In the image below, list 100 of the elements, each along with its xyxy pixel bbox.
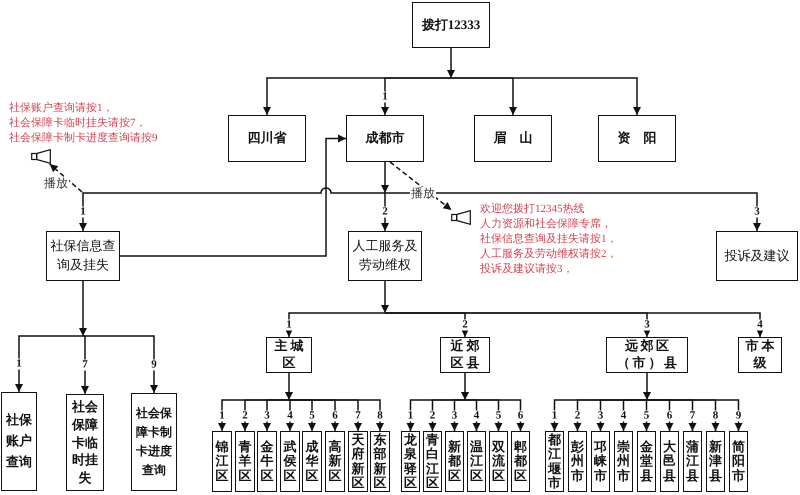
- arrow: [79, 187, 385, 231]
- arrow: [83, 335, 158, 393]
- edge-label: 6: [516, 410, 524, 421]
- menu-box: [598, 115, 676, 162]
- box-label: 青羊区: [238, 440, 252, 483]
- box-label: 市本级: [744, 338, 777, 372]
- box-label: 崇州市: [617, 440, 630, 483]
- connector-trunk: [381, 281, 389, 313]
- box-label: 四川省: [248, 130, 286, 147]
- menu-box: [614, 431, 633, 492]
- edge-label: 5: [308, 410, 316, 421]
- box-label: 邛崃市: [594, 440, 607, 483]
- edge-label: 1: [218, 410, 226, 421]
- menu-box: [683, 431, 702, 492]
- menu-box: [511, 431, 530, 492]
- box-label: 东部新区: [374, 432, 386, 490]
- edge-label: 5: [494, 410, 502, 421]
- box-label: 眉山: [492, 130, 546, 147]
- box-label: 锦江区: [216, 440, 228, 483]
- connector-trunk: [381, 162, 389, 193]
- arrow: [642, 399, 650, 431]
- menu-box: [568, 431, 587, 492]
- connector-trunk: [447, 48, 455, 78]
- edge-label: 9: [734, 410, 742, 421]
- arrow: [15, 335, 83, 392]
- box-label: 成华区: [306, 440, 318, 483]
- box-label: 拨打12333: [422, 16, 480, 34]
- box-label: 金堂县: [640, 440, 653, 483]
- menu-box: [412, 2, 490, 48]
- arrow: [81, 335, 89, 394]
- box-label: 近郊区县: [450, 338, 482, 372]
- edge-label: 7: [688, 410, 696, 421]
- box-label: 主城区: [274, 338, 306, 372]
- arrow: [450, 399, 465, 431]
- menu-box: [212, 431, 232, 492]
- box-label: 新津县: [709, 440, 722, 483]
- menu-box: [637, 431, 656, 492]
- prompt-text: 社保信息查询及挂失请按1，: [480, 232, 618, 247]
- menu-box: [606, 337, 688, 373]
- prompt-text: 人力资源和社会保障专席，: [480, 217, 613, 232]
- box-label: 武侯区: [284, 440, 296, 483]
- menu-box: [325, 431, 345, 492]
- box-label: 新都区: [448, 440, 461, 483]
- box-label: 都江堰市: [548, 432, 561, 490]
- menu-box: [729, 431, 748, 492]
- edge-label: 6: [331, 410, 339, 421]
- edge-label: 3: [753, 206, 761, 218]
- edge-label: 1: [550, 410, 558, 421]
- box-label: 资阳: [616, 130, 670, 147]
- menu-box: [302, 431, 322, 492]
- menu-box: [257, 431, 277, 492]
- edge-label: 2: [461, 320, 469, 330]
- menu-box: [66, 394, 104, 491]
- edge-label: 3: [596, 410, 604, 421]
- dashed-arrow: [390, 161, 452, 211]
- menu-box: [348, 431, 368, 492]
- menu-box: [738, 337, 782, 373]
- prompt-text: 社保账户查询请按1，: [9, 101, 114, 116]
- arrow: [289, 399, 384, 431]
- box-label: 社会保障卡制卡进度查询: [136, 404, 172, 480]
- box-label: 大邑县: [663, 440, 676, 483]
- edge-label: 3: [263, 410, 271, 421]
- edge-label: 2: [381, 206, 389, 218]
- arrow: [381, 77, 451, 115]
- arrow: [385, 312, 764, 337]
- menu-box: [370, 431, 390, 492]
- edge-label: 1: [406, 410, 414, 421]
- menu-box: [423, 431, 442, 492]
- menu-box: [467, 431, 486, 492]
- box-label: 龙泉驿区: [404, 432, 417, 490]
- menu-box: [440, 337, 490, 373]
- edge-label: 1: [285, 320, 293, 330]
- edge-label: 1: [15, 358, 23, 370]
- box-label: 天府新区: [352, 432, 364, 490]
- menu-box: [489, 431, 508, 492]
- arrow: [465, 399, 524, 431]
- prompt-text: 社会保障卡临时挂失请按7，: [9, 116, 148, 131]
- prompt-text: 投诉及建议请按3，: [480, 262, 574, 277]
- edge-label: 播放: [410, 187, 436, 199]
- prompt-text: 社会保障卡制卡进度查询请按9: [9, 131, 158, 146]
- prompt-text: 人工服务及劳动维权请按2，: [480, 247, 618, 262]
- edge-label: 2: [574, 410, 582, 421]
- box-label: 蒲江县: [686, 440, 699, 483]
- arrow: [120, 134, 346, 257]
- box-label: 彭州市: [571, 440, 584, 483]
- edge-label: 2: [428, 410, 436, 421]
- edge-label: 2: [241, 410, 249, 421]
- box-label: 郫都区: [514, 440, 527, 483]
- edge-label: 7: [354, 410, 362, 421]
- arrow: [285, 312, 385, 337]
- speaker-icon: [31, 149, 51, 164]
- menu-box: [1, 392, 37, 491]
- menu-box: [266, 337, 312, 373]
- edge-label: 1: [79, 206, 87, 218]
- edge-label: 4: [620, 410, 628, 421]
- box-label: 人工服务及劳动维权: [352, 237, 418, 274]
- menu-box: [346, 115, 424, 162]
- box-label: 温江区: [470, 440, 483, 483]
- speaker-icon: [451, 210, 471, 225]
- box-label: 社保信息查询及挂失: [50, 237, 116, 274]
